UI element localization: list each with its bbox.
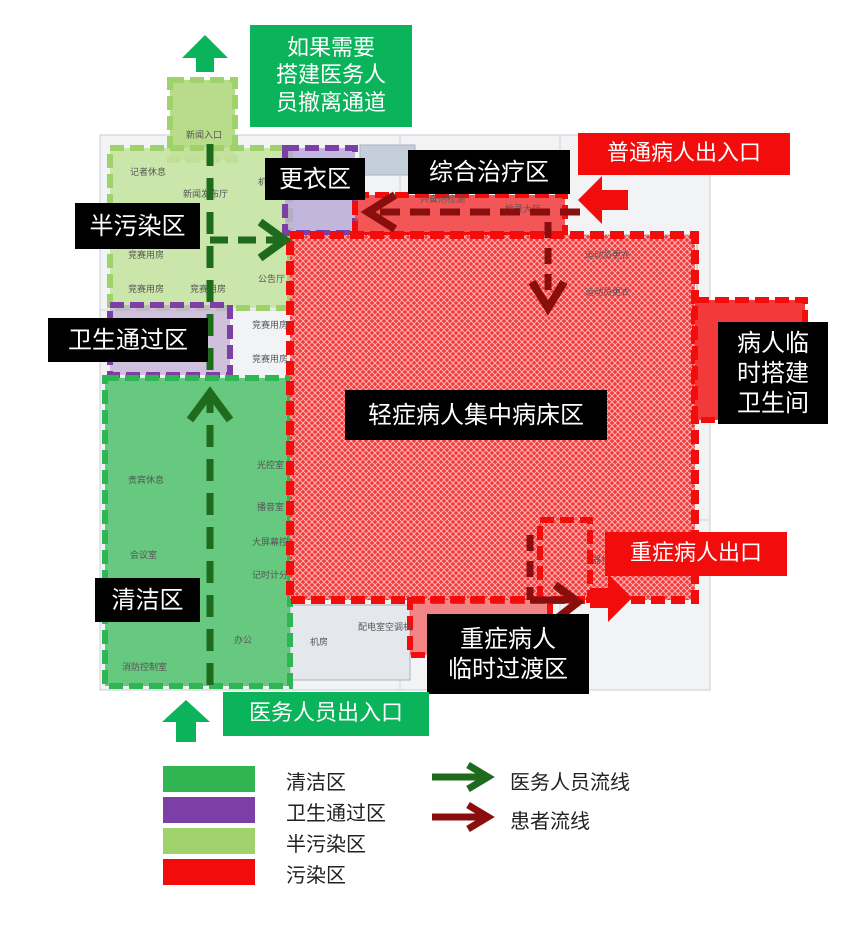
room-label: 播音室 [257,501,284,513]
severe-exit-zone [537,517,593,603]
legend-label-staff-flow: 医务人员流线 [510,770,630,794]
room-label: 运动员更衣 [585,286,630,298]
temp-toilet-label: 病人临 时搭建 卫生间 [718,322,828,424]
severe-transition-label: 重症病人 临时过渡区 [427,614,589,694]
severe-exit-label: 重症病人出口 [605,532,787,576]
room-label: 竞赛用房 [128,249,164,261]
room-label: 竞赛用房 [252,319,288,331]
room-label: 新闻发布厅 [183,188,228,200]
room-label: 贵宾休息 [128,474,164,486]
room-label: 记时计分 [252,569,288,581]
room-label: 配电室 [358,621,385,633]
legend-staff-arrow-icon [432,762,495,792]
legend-swatch-contaminated [163,859,255,885]
patient-flow-path [360,191,585,624]
hygiene-zone-label: 卫生通过区 [48,318,208,362]
room-label: 空调机 [385,621,412,633]
evacuation-arrow [182,35,228,72]
room-label: 竞赛用房 [128,283,164,295]
room-label: 会议室 [130,549,157,561]
room-label: 机房 [310,636,328,648]
room-label: 记者休息 [130,166,166,178]
changing-zone-label: 更衣区 [265,158,365,200]
legend-label-contaminated: 污染区 [286,863,346,887]
legend-label-semi: 半污染区 [286,832,366,856]
legend-swatch-semi [163,828,255,854]
semi-zone-label: 半污染区 [75,203,200,249]
staff-entry-label: 医务人员出入口 [223,692,429,736]
room-label: 消防控制室 [122,661,167,673]
room-label: 光控室 [257,459,284,471]
room-label: 大屏幕控 [252,536,288,548]
treatment-zone-label: 综合治疗区 [408,150,570,194]
legend-label-hygiene: 卫生通过区 [286,801,386,825]
room-label: 竞赛用房 [252,353,288,365]
room-label: 新闻入口 [186,129,222,141]
legend-swatch-clean [163,766,255,792]
severe-exit-arrow [590,574,632,622]
patient-entry-arrow [578,176,628,224]
legend-label-clean: 清洁区 [286,770,346,794]
legend-label-patient-flow: 患者流线 [510,809,590,833]
evacuation-label: 如果需要 搭建医务人 员撤离通道 [250,25,412,127]
mild-ward-label: 轻症病人集中病床区 [345,390,607,440]
legend-swatch-hygiene [163,797,255,823]
staff-entry-arrow [162,700,210,742]
clean-zone-label: 清洁区 [95,578,200,622]
room-label: 公告厅 [258,273,285,285]
room-label: 运动员更衣 [585,249,630,261]
staff-flow-path [186,140,292,685]
patient-entry-label: 普通病人出入口 [578,133,790,175]
clean-zone [102,375,293,689]
room-label: 办公 [234,634,252,646]
legend-patient-arrow-icon [432,802,495,832]
room-label: 兴奋剂检测 [420,193,465,205]
room-labels: 新闻入口 记者休息 新闻发布厅 机房 竞赛用房 公告厅 竞赛用房 竞赛用房 竞赛… [122,129,630,673]
